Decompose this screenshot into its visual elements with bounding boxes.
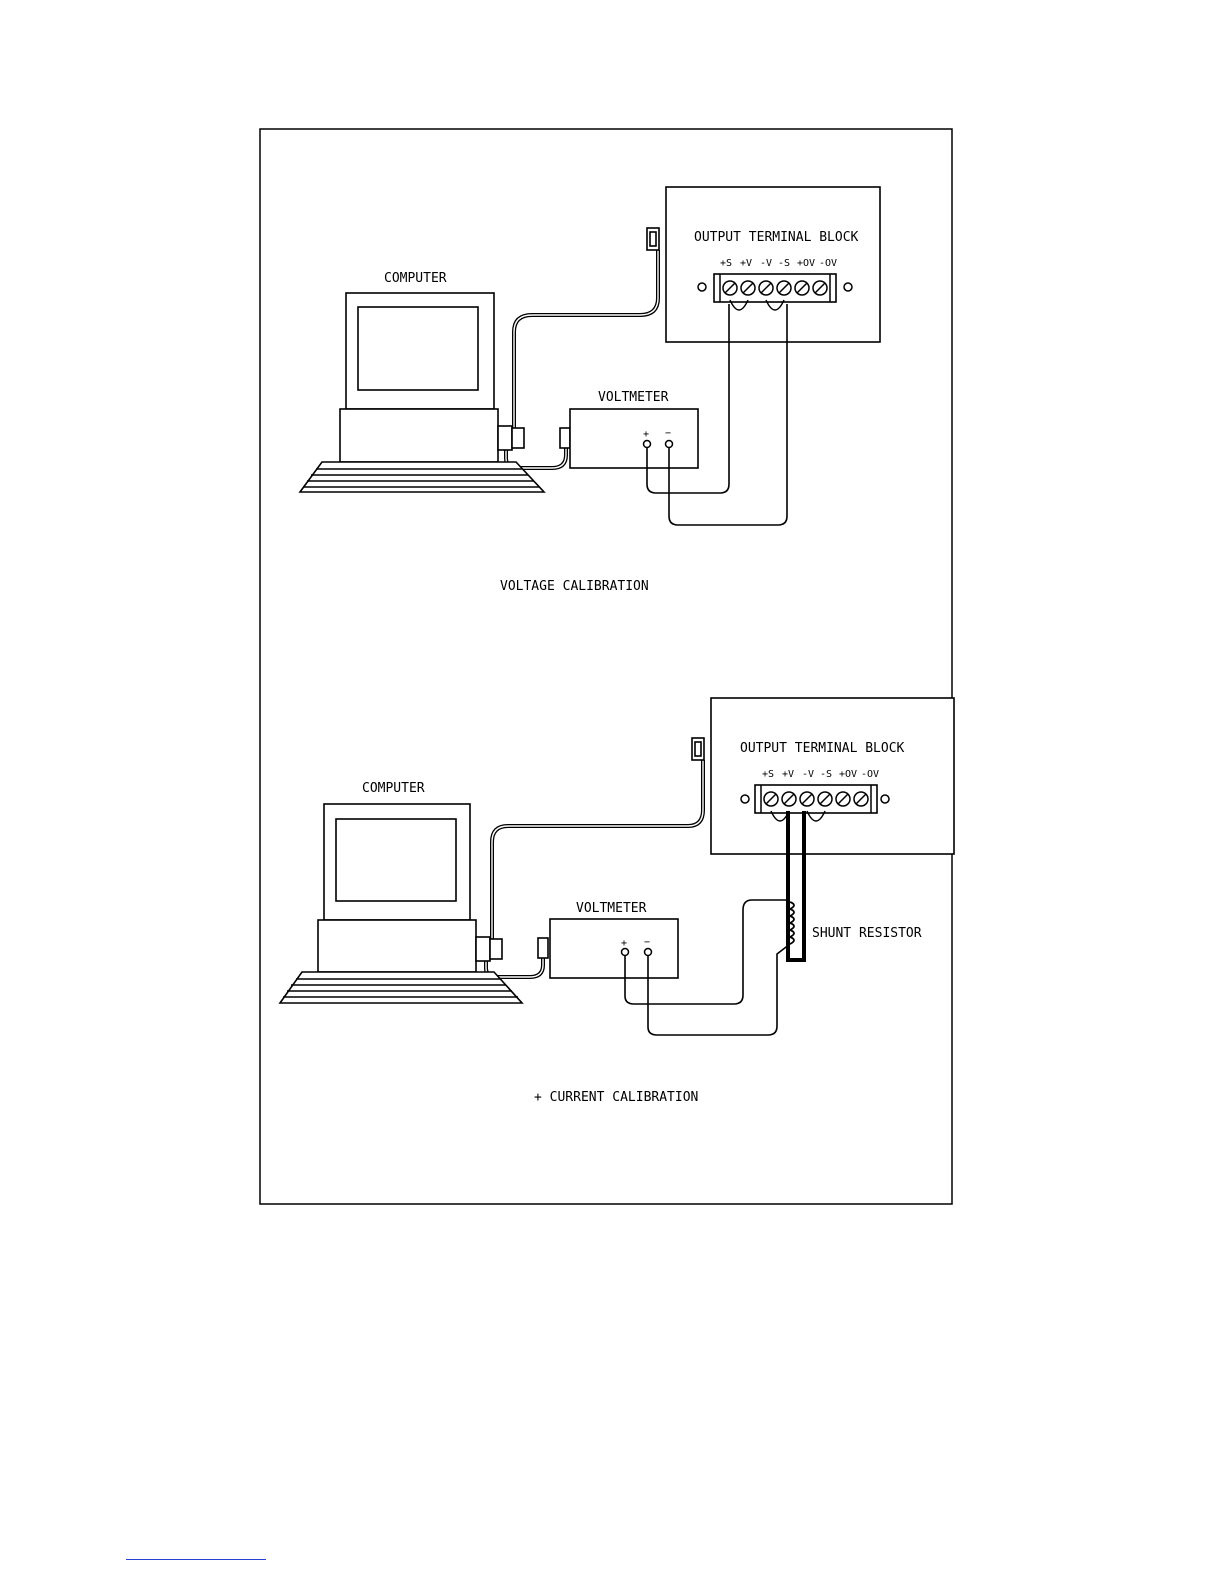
terminal-block-title: OUTPUT TERMINAL BLOCK	[694, 230, 859, 245]
gpib-connector-icon	[692, 738, 704, 760]
terminal-label-minus-v: -V	[760, 258, 772, 269]
voltage-calibration-caption: VOLTAGE CALIBRATION	[500, 579, 649, 594]
voltmeter-label: VOLTMETER	[576, 901, 647, 916]
terminal-label-minus-s: -S	[778, 258, 790, 269]
gpib-connector-icon	[538, 938, 548, 958]
computer-icon	[280, 804, 522, 1003]
voltmeter-plus-label: +	[643, 429, 649, 440]
terminal-label-minus-v: -V	[802, 769, 814, 780]
voltmeter-minus-label: −	[665, 428, 671, 439]
terminal-label-plus-ov: +OV	[839, 769, 857, 780]
terminal-label-minus-ov: -OV	[819, 258, 837, 269]
terminal-label-minus-ov: -OV	[861, 769, 879, 780]
terminal-label-plus-v: +V	[782, 769, 794, 780]
terminal-label-plus-v: +V	[740, 258, 752, 269]
gpib-connector-icon	[560, 428, 570, 448]
shunt-resistor-label: SHUNT RESISTOR	[812, 926, 922, 941]
voltmeter-minus-label: −	[644, 937, 650, 948]
computer-label: COMPUTER	[362, 781, 425, 796]
footer-link-underline	[126, 1559, 266, 1560]
voltmeter-body	[550, 919, 678, 978]
terminal-block-enclosure	[666, 187, 880, 342]
current-calibration-diagram: OUTPUT TERMINAL BLOCK +S +V -V -S +OV -O…	[280, 698, 954, 1105]
terminal-block-title: OUTPUT TERMINAL BLOCK	[740, 741, 905, 756]
terminal-label-minus-s: -S	[820, 769, 832, 780]
current-calibration-caption: + CURRENT CALIBRATION	[534, 1090, 698, 1105]
terminal-label-plus-s: +S	[762, 769, 774, 780]
computer-icon	[300, 293, 544, 492]
voltmeter-plus-label: +	[621, 938, 627, 949]
voltmeter-body	[570, 409, 698, 468]
voltage-calibration-diagram: OUTPUT TERMINAL BLOCK +S +V -V -S +OV -O…	[300, 187, 880, 594]
shunt-resistor-icon	[790, 902, 794, 944]
voltmeter-label: VOLTMETER	[598, 390, 669, 405]
computer-label: COMPUTER	[384, 271, 447, 286]
terminal-label-plus-s: +S	[720, 258, 732, 269]
terminal-block-enclosure	[711, 698, 954, 854]
terminal-label-plus-ov: +OV	[797, 258, 815, 269]
gpib-connector-icon	[647, 228, 659, 250]
